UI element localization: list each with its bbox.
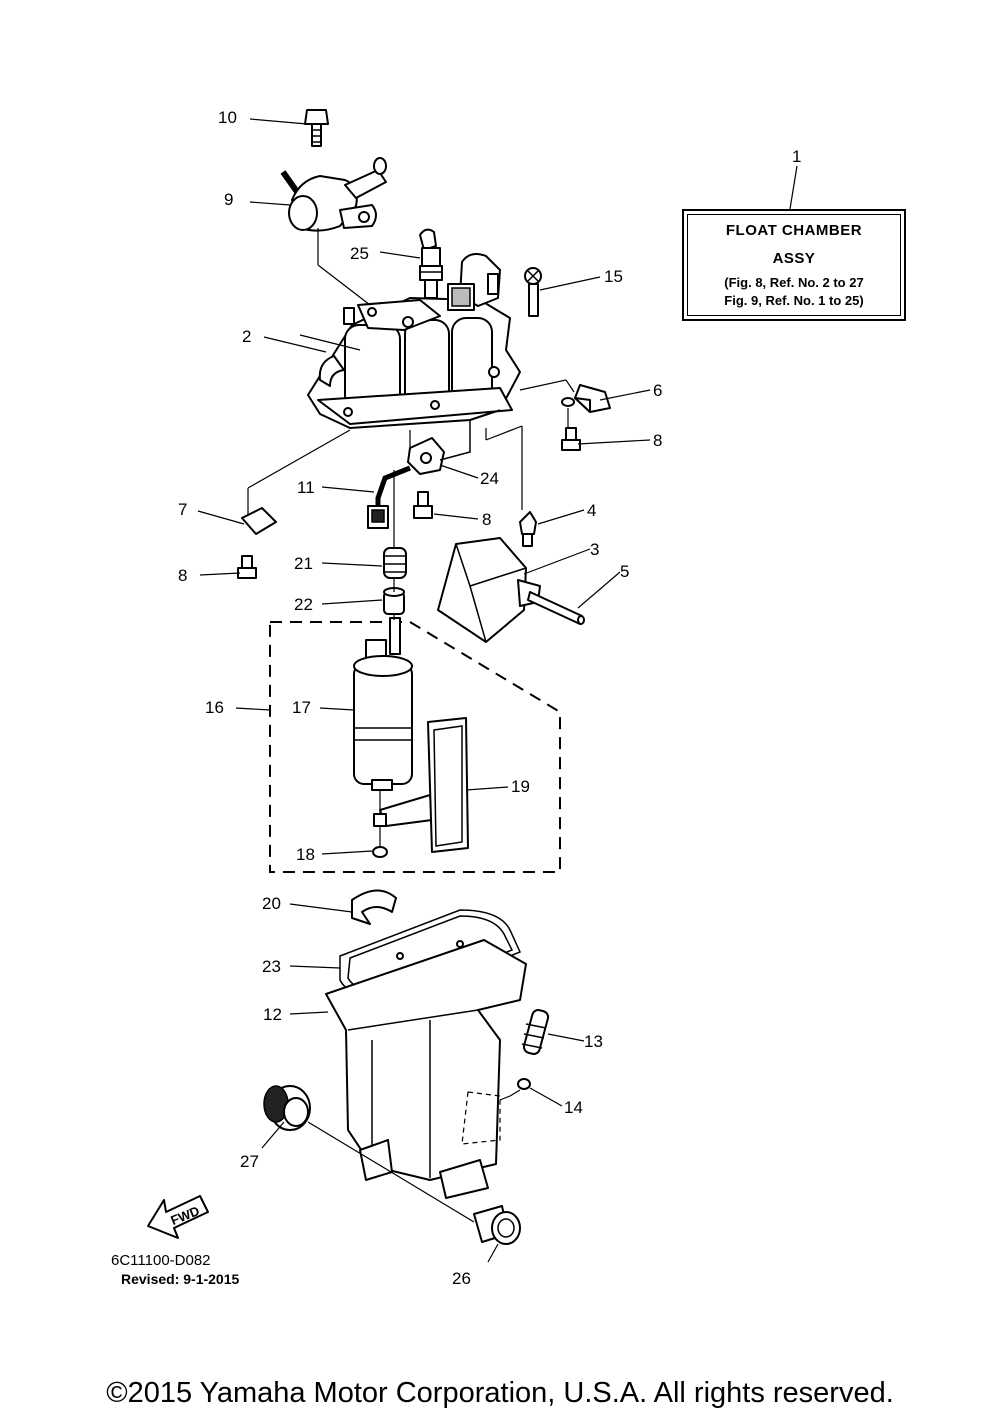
part-3-float [437, 537, 541, 643]
part-7-plate [241, 507, 277, 535]
callout-19: 19 [511, 777, 530, 796]
fwd-arrow-icon: FWD [147, 1195, 209, 1239]
part-11-hose [367, 465, 411, 529]
note-title: FLOAT CHAMBER [725, 222, 863, 239]
callout-26: 26 [452, 1269, 471, 1288]
part-25-fitting [419, 228, 443, 299]
callout-27: 27 [240, 1152, 259, 1171]
callout-21: 21 [294, 554, 313, 573]
revision-date: Revised: 9-1-2015 [121, 1271, 240, 1287]
callout-25: 25 [350, 244, 369, 263]
part-5-pin [527, 591, 585, 625]
part-18-o-ring [372, 846, 388, 858]
part-15-screw [524, 267, 542, 317]
callout-3: 3 [590, 540, 599, 559]
note-reference-1: (Fig. 8, Ref. No. 2 to 27 [724, 275, 864, 290]
callout-23: 23 [262, 957, 281, 976]
callout-8-middle: 8 [482, 510, 491, 529]
part-6-bracket [561, 384, 611, 413]
note-subtitle: ASSY [772, 250, 816, 267]
part-17-fuel-pump [353, 617, 413, 791]
part-8-screw-left [237, 555, 257, 579]
callout-11: 11 [297, 478, 315, 497]
callout-24: 24 [480, 469, 499, 488]
part-8-screw-middle [413, 491, 433, 519]
fwd-label: FWD [168, 1203, 201, 1228]
callout-7: 7 [178, 500, 187, 519]
callout-22: 22 [294, 595, 313, 614]
callout-9: 9 [224, 190, 233, 209]
callout-5: 5 [620, 562, 629, 581]
callout-16: 16 [205, 698, 224, 717]
assembly-note-inner-border [687, 214, 901, 316]
copyright-notice: ©2015 Yamaha Motor Corporation, U.S.A. A… [106, 1377, 894, 1409]
callout-17: 17 [292, 698, 311, 717]
part-21-grommet [383, 547, 407, 579]
part-24-clamp [407, 409, 501, 475]
part-8-screw-right [561, 427, 581, 451]
part-4-needle-valve [519, 511, 537, 547]
part-20-clip [351, 889, 397, 925]
callout-18: 18 [296, 845, 315, 864]
part-12-float-chamber [325, 939, 527, 1199]
callout-14: 14 [564, 1098, 583, 1117]
callout-15: 15 [604, 267, 623, 286]
leader-lines [197, 118, 798, 1263]
callout-12: 12 [263, 1005, 282, 1024]
part-13-screw [521, 1009, 550, 1055]
callout-10: 10 [218, 108, 237, 127]
callout-4: 4 [587, 501, 596, 520]
part-2-float-chamber-cover [307, 253, 521, 429]
part-14-o-ring [517, 1078, 531, 1090]
callout-8-left: 8 [178, 566, 187, 585]
part-16-fuel-pump-assembly-outline [269, 621, 561, 873]
callout-2: 2 [242, 327, 251, 346]
callout-13: 13 [584, 1032, 603, 1051]
part-9-pressure-regulator [280, 157, 387, 232]
part-10-bolt [304, 109, 329, 147]
part-19-filter [373, 717, 469, 853]
part-27-grommet [263, 1085, 311, 1131]
assembly-note-box: FLOAT CHAMBER ASSY (Fig. 8, Ref. No. 2 t… [682, 209, 906, 321]
callout-6: 6 [653, 381, 662, 400]
part-26-plug [473, 1205, 521, 1245]
diagram-code: 6C11100-D082 [111, 1252, 211, 1269]
callout-labels: 1 2 3 4 5 6 7 8 8 8 9 10 11 12 13 14 15 … [178, 108, 801, 1288]
callout-1: 1 [792, 147, 801, 166]
callout-20: 20 [262, 894, 281, 913]
note-reference-2: Fig. 9, Ref. No. 1 to 25) [724, 293, 864, 308]
callout-8-right: 8 [653, 431, 662, 450]
